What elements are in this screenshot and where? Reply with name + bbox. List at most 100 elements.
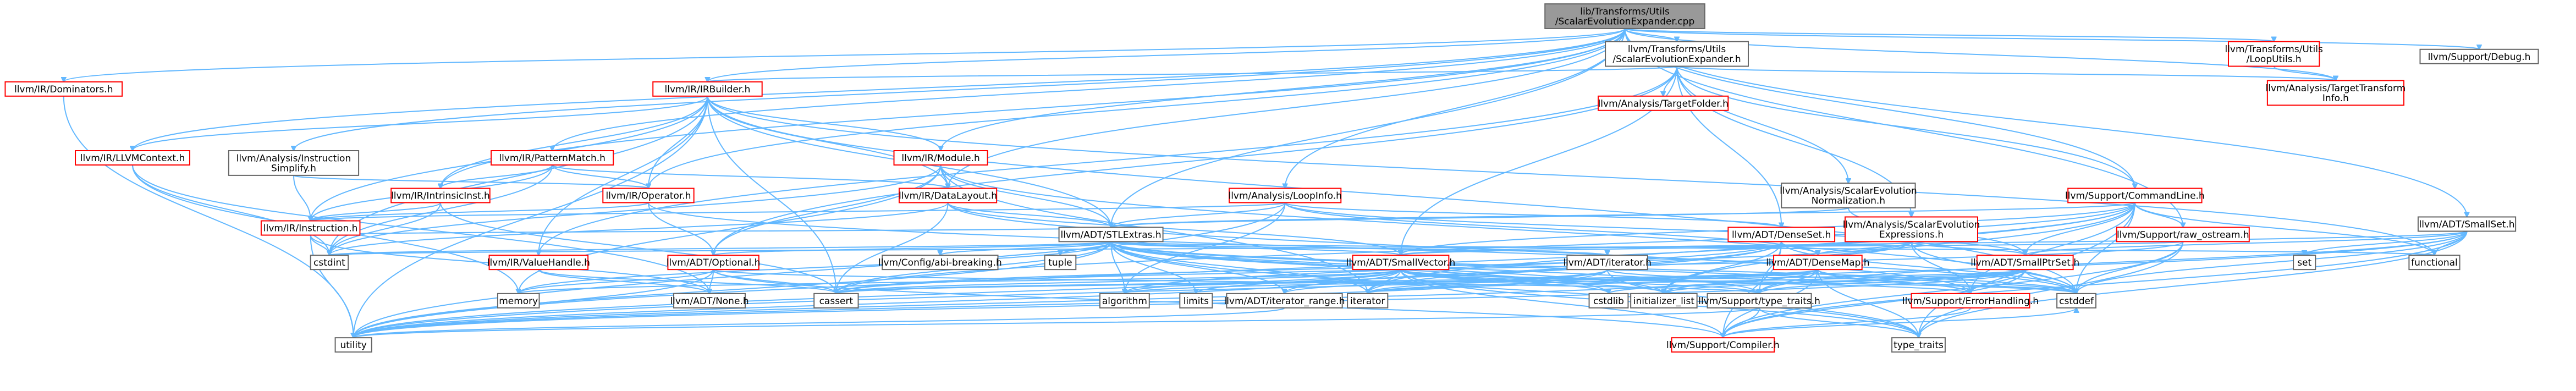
node-instsimplify-label-1: Simplify.h: [271, 163, 316, 174]
node-typetraits[interactable]: llvm/Support/type_traits.h: [1698, 293, 1820, 309]
node-smallvector[interactable]: llvm/ADT/SmallVector.h: [1346, 255, 1456, 271]
node-cstdint[interactable]: cstdint: [310, 255, 349, 271]
edge-smallvector-to-cassert: [836, 269, 1401, 294]
node-instruction-box: [260, 220, 361, 236]
node-smallset[interactable]: llvm/ADT/SmallSet.h: [2417, 216, 2517, 232]
edge-loopinfo-to-instruction: [311, 202, 1286, 221]
node-patternmatch[interactable]: llvm/IR/PatternMatch.h: [491, 150, 614, 166]
node-irbuilder[interactable]: llvm/IR/IRBuilder.h: [652, 81, 763, 97]
node-utility[interactable]: utility: [334, 337, 372, 353]
node-cstddef[interactable]: cstddef: [2056, 293, 2096, 309]
node-cassert-box: [813, 293, 859, 309]
node-scevexprs-label-0: llvm/Analysis/ScalarEvolution: [1843, 219, 1980, 230]
node-scevexprs[interactable]: llvm/Analysis/ScalarEvolutionExpressions…: [1843, 216, 1980, 243]
edge-intrinsicinst-to-cassert: [439, 202, 836, 293]
edge-module-to-stlextras: [940, 164, 1111, 227]
node-looputils[interactable]: llvm/Transforms/Utils/LoopUtils.h: [2225, 41, 2323, 67]
node-set[interactable]: set: [2293, 255, 2316, 271]
node-optional[interactable]: llvm/ADT/Optional.h: [667, 255, 761, 271]
node-set-box: [2293, 255, 2316, 271]
node-instruction[interactable]: llvm/IR/Instruction.h: [260, 220, 361, 236]
node-datalayout[interactable]: llvm/IR/DataLayout.h: [898, 188, 998, 203]
node-none[interactable]: llvm/ADT/None.h: [670, 293, 749, 309]
edge-scevexpander_h-to-commandline: [1676, 66, 2135, 188]
node-densesetf-box: [1727, 227, 1836, 243]
node-cstddef-box: [2056, 293, 2096, 309]
node-densemap[interactable]: llvm/ADT/DenseMap.h: [1766, 255, 1870, 271]
node-scevexpander_h[interactable]: llvm/Transforms/Utils/ScalarEvolutionExp…: [1605, 41, 1749, 67]
edge-smallset-to-set: [2304, 230, 2468, 255]
edge-scevexprs-to-smallvector: [1401, 241, 1912, 255]
edge-instsimplify-to-instruction: [293, 175, 311, 221]
node-smallset-box: [2417, 216, 2517, 232]
node-none-box: [673, 293, 746, 309]
node-compiler[interactable]: llvm/Support/Compiler.h: [1666, 337, 1780, 353]
node-root-box: [1544, 3, 1705, 29]
node-instsimplify-box: [228, 150, 360, 176]
node-configabi-box: [882, 255, 999, 271]
edge-stlextras-to-functional: [1110, 241, 2434, 255]
node-operator[interactable]: llvm/IR/Operator.h: [602, 188, 695, 203]
edge-optional-to-memory: [519, 269, 714, 294]
edge-smallvector-to-initializer_list: [1400, 269, 1664, 294]
node-densesetf[interactable]: llvm/ADT/DenseSet.h: [1727, 227, 1836, 243]
node-errorhandling-box: [1911, 293, 2030, 309]
edge-module-to-cstdint: [329, 164, 942, 255]
node-limits[interactable]: limits: [1179, 293, 1213, 309]
node-functional[interactable]: functional: [2408, 255, 2461, 271]
node-scevexprs-box: [1844, 216, 1978, 243]
node-cassert[interactable]: cassert: [813, 293, 859, 309]
node-scevnorm-box: [1781, 183, 1916, 208]
node-llvmcontext-label-0: llvm/IR/LLVMContext.h: [80, 153, 185, 164]
node-configabi[interactable]: llvm/Config/abi-breaking.h: [878, 255, 1002, 271]
node-commandline[interactable]: llvm/Support/CommandLine.h: [2065, 188, 2205, 203]
node-smallptrset[interactable]: llvm/ADT/SmallPtrSet.h: [1970, 255, 2079, 271]
node-adtiterator[interactable]: llvm/ADT/iterator.h: [1563, 255, 1652, 271]
node-dominators[interactable]: llvm/IR/Dominators.h: [4, 81, 123, 97]
node-algorithm[interactable]: algorithm: [1099, 293, 1150, 309]
node-stlextras[interactable]: llvm/ADT/STLExtras.h: [1058, 227, 1164, 243]
node-loopinfo-label-0: llvm/Analysis/LoopInfo.h: [1228, 191, 1341, 202]
node-scevnorm[interactable]: llvm/Analysis/ScalarEvolutionNormalizati…: [1780, 183, 1917, 208]
node-memory-label-0: memory: [499, 296, 538, 307]
edge-irbuilder-to-valuehandle: [538, 96, 708, 255]
node-iterator-box: [1347, 293, 1389, 309]
node-debug[interactable]: llvm/Support/Debug.h: [2419, 48, 2539, 64]
node-intrinsicinst-box: [390, 188, 491, 203]
node-intrinsicinst[interactable]: llvm/IR/IntrinsicInst.h: [390, 188, 491, 203]
node-cstdint-label-0: cstdint: [313, 257, 345, 268]
node-targetfolder[interactable]: llvm/Analysis/TargetFolder.h: [1598, 95, 1729, 111]
node-datalayout-box: [898, 188, 998, 203]
node-root-label-0: lib/Transforms/Utils: [1580, 7, 1670, 18]
node-rawostream[interactable]: llvm/Support/raw_ostream.h: [2116, 227, 2250, 243]
node-initializer_list[interactable]: initializer_list: [1630, 293, 1698, 309]
node-type_traits[interactable]: type_traits: [1891, 337, 1946, 353]
node-tuple[interactable]: tuple: [1044, 255, 1077, 271]
node-llvmcontext[interactable]: llvm/IR/LLVMContext.h: [75, 150, 190, 166]
edge-operator-to-optional: [647, 202, 713, 255]
edge-datalayout-to-cstdint: [329, 202, 949, 255]
node-cstdlib[interactable]: cstdlib: [1588, 293, 1629, 309]
node-instruction-label-0: llvm/IR/Instruction.h: [263, 223, 358, 234]
node-iterator[interactable]: iterator: [1347, 293, 1389, 309]
node-commandline-box: [2067, 188, 2203, 203]
node-tti-label-0: llvm/Analysis/TargetTransform: [2266, 83, 2406, 94]
node-scevexprs-label-1: Expressions.h: [1879, 229, 1944, 240]
node-dominators-label-0: llvm/IR/Dominators.h: [14, 84, 113, 95]
node-valuehandle[interactable]: llvm/IR/ValueHandle.h: [487, 255, 590, 271]
node-valuehandle-box: [488, 255, 589, 271]
node-memory[interactable]: memory: [497, 293, 540, 309]
node-iterator-label-0: iterator: [1350, 296, 1385, 307]
node-patternmatch-label-0: llvm/IR/PatternMatch.h: [499, 153, 606, 164]
node-compiler-box: [1671, 337, 1775, 353]
edge-typetraits-to-compiler: [1723, 307, 1760, 338]
edge-root-to-llvmcontext: [133, 28, 1626, 151]
node-loopinfo[interactable]: llvm/Analysis/LoopInfo.h: [1228, 188, 1342, 203]
node-iterator_range[interactable]: llvm/ADT/iterator_range.h: [1224, 293, 1345, 309]
node-tti-label-1: Info.h: [2322, 93, 2349, 104]
node-module[interactable]: llvm/IR/Module.h: [893, 150, 988, 166]
node-rawostream-box: [2116, 227, 2250, 243]
node-errorhandling[interactable]: llvm/Support/ErrorHandling.h: [1902, 293, 2039, 309]
